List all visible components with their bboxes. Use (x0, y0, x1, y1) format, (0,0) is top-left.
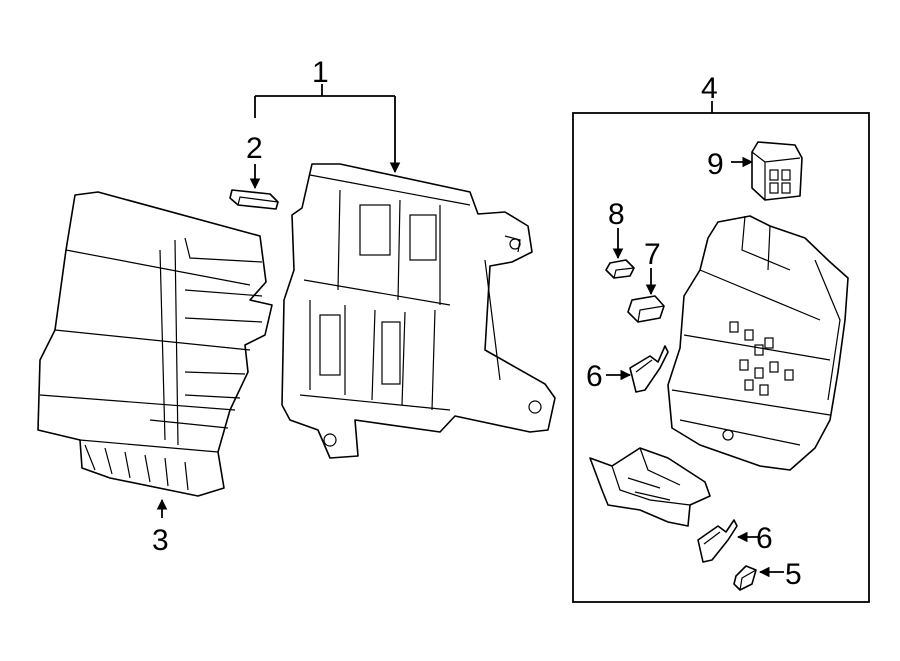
callout-3: 3 (152, 524, 169, 557)
callout-8: 8 (608, 198, 625, 231)
part-4-assembly-box (572, 112, 870, 603)
callout-5: 5 (785, 558, 802, 591)
part-8-micro-relay (605, 259, 635, 279)
callout-6-lower: 6 (756, 522, 773, 555)
part-3-cover (37, 191, 273, 497)
callout-2: 2 (246, 132, 263, 165)
part-1-fuse-box (281, 163, 556, 459)
callout-1: 1 (312, 56, 329, 89)
part-4-junction-block (667, 215, 849, 471)
callout-4: 4 (701, 72, 718, 105)
callout-7: 7 (644, 238, 661, 271)
leader-lines (156, 84, 784, 578)
part-5-fuse (733, 565, 757, 591)
bracket-piece (589, 447, 711, 527)
callout-9: 9 (707, 148, 724, 181)
part-9-relay (751, 141, 803, 201)
part-6-fuse-upper (629, 345, 669, 393)
part-7-relay (627, 295, 665, 323)
callout-6-upper: 6 (586, 360, 603, 393)
part-6-fuse-lower (697, 519, 738, 563)
part-2-fuse-block (229, 189, 279, 210)
